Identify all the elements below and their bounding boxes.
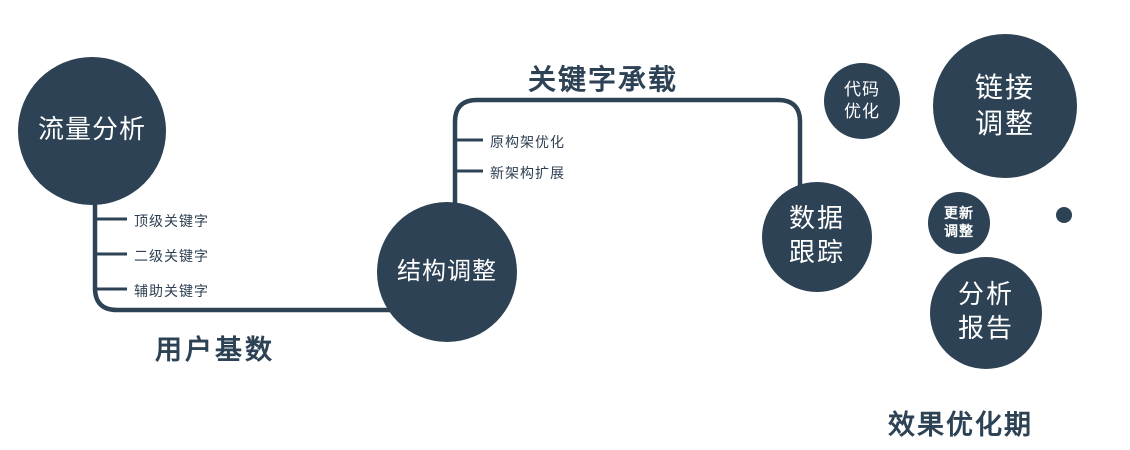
node-link-adjustment: 链接 调整 <box>933 34 1077 178</box>
phase-label-effect-optimization: 效果优化期 <box>888 410 1033 441</box>
node-update-adjustment: 更新 调整 <box>928 192 990 254</box>
node-data-tracking-line1: 数据 <box>788 204 845 235</box>
dot-marker <box>1056 207 1072 223</box>
node-structure-adjustment-label: 结构调整 <box>397 257 497 286</box>
node-analysis-report-line1: 分析 <box>957 280 1014 311</box>
node-structure-adjustment: 结构调整 <box>377 202 517 342</box>
node-data-tracking-line2: 跟踪 <box>788 238 845 268</box>
node-link-adjustment-line2: 调整 <box>974 107 1035 140</box>
node-link-adjustment-line1: 链接 <box>974 70 1035 104</box>
node-analysis-report: 分析 报告 <box>930 257 1042 369</box>
node-data-tracking: 数据 跟踪 <box>762 182 872 292</box>
node-update-adjustment-line2: 调整 <box>944 224 974 240</box>
branch-label-new-arch-expansion: 新架构扩展 <box>490 166 565 182</box>
branch-label-second-keywords: 二级关键字 <box>134 249 209 265</box>
node-code-optimization-line2: 优化 <box>844 102 880 122</box>
node-update-adjustment-line1: 更新 <box>944 205 974 222</box>
node-analysis-report-line2: 报告 <box>957 314 1014 344</box>
edge-label-keyword-carry: 关键字承载 <box>528 63 679 96</box>
node-code-optimization: 代码 优化 <box>824 63 900 139</box>
branch-label-aux-keywords: 辅助关键字 <box>134 284 209 300</box>
branch-label-top-keywords: 顶级关键字 <box>134 214 209 230</box>
node-code-optimization-line1: 代码 <box>844 79 880 100</box>
node-traffic-analysis-label: 流量分析 <box>37 115 146 146</box>
edge-label-user-base: 用户基数 <box>155 335 275 366</box>
branch-label-original-arch-optimization: 原构架优化 <box>490 135 565 151</box>
node-traffic-analysis: 流量分析 <box>18 57 166 205</box>
edge-structure-to-tracking <box>452 97 803 272</box>
